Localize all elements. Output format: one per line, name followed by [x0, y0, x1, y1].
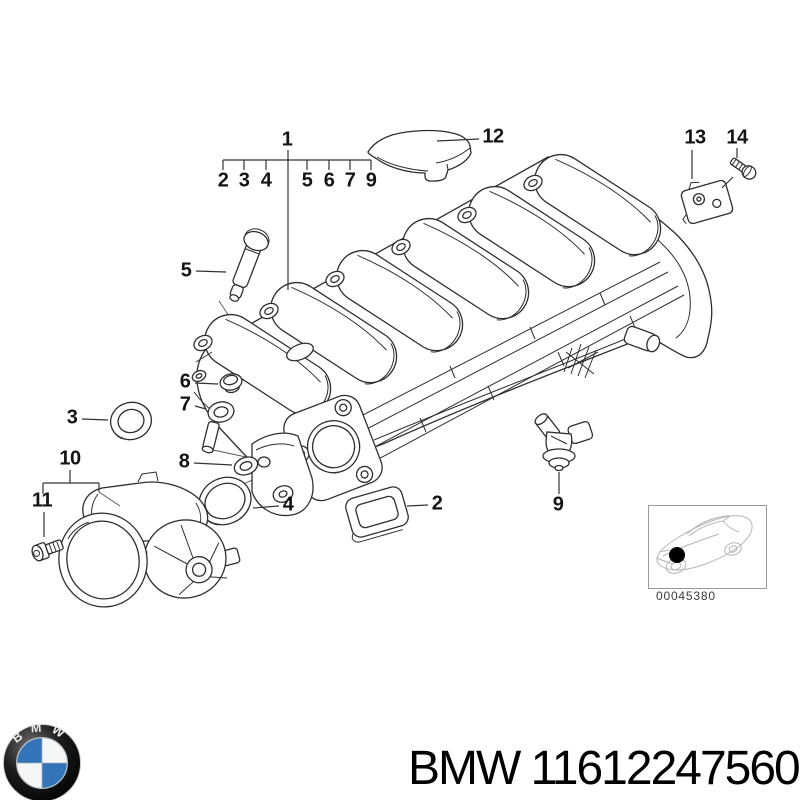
leader-12 — [436, 138, 480, 142]
callout-10: 10 — [59, 447, 81, 470]
roundel-quadrant-blue-br — [42, 763, 67, 788]
vehicle-thumbnail — [648, 505, 767, 589]
part-ring-8 — [233, 456, 259, 476]
bracket-number-5: 5 — [301, 169, 313, 192]
part-stud-5 — [229, 228, 270, 302]
side-port-stub — [563, 325, 661, 379]
callout-3: 3 — [66, 406, 78, 429]
callout-leaders — [42, 138, 738, 537]
intake-manifold-exploded-diagram — [31, 129, 757, 608]
throttle-flange — [283, 394, 383, 502]
part-cover-12 — [367, 129, 472, 182]
diagram-reference-code: 00045380 — [656, 589, 716, 603]
lid-oval-port — [286, 342, 314, 362]
callout-8: 8 — [178, 450, 190, 473]
callout-9: 9 — [552, 493, 564, 516]
roundel-quadrant-blue-tl — [17, 738, 42, 763]
leader-5 — [195, 270, 227, 273]
callout-11: 11 — [31, 489, 53, 512]
callout-2: 2 — [431, 492, 443, 515]
part-oring-4 — [198, 476, 252, 526]
leader-2 — [406, 504, 429, 507]
callout-1: 1 — [281, 128, 293, 151]
part-bolt-7 — [201, 401, 235, 454]
bottom-edge-line — [373, 330, 646, 441]
edge-ticks — [419, 292, 637, 433]
bracket-number-3: 3 — [238, 169, 250, 192]
part-sealring-3 — [109, 401, 153, 441]
intake-runners — [204, 153, 662, 417]
callout-12: 12 — [482, 125, 504, 148]
bracket-number-7: 7 — [344, 169, 356, 192]
ridge-eyelets — [193, 174, 543, 352]
part-grommet-6 — [219, 373, 243, 394]
leader-10-bracket — [42, 470, 100, 494]
callout-5: 5 — [180, 259, 192, 282]
callout-6: 6 — [179, 370, 191, 393]
part-throttle-body-10 — [58, 471, 241, 608]
vehicle-outline-drawing — [656, 515, 753, 574]
bmw-roundel-logo: BMW — [2, 723, 82, 800]
part-sensor-9 — [534, 413, 594, 472]
zigzag-bracket — [563, 343, 599, 379]
throttle-cone — [143, 519, 227, 599]
leader-10-pointer — [98, 491, 121, 507]
callout-7: 7 — [179, 393, 191, 416]
roundel-quadrant-white-bl — [17, 763, 42, 788]
leader-4 — [252, 505, 280, 509]
part-bolt-11 — [31, 539, 64, 562]
bracket-number-4: 4 — [260, 169, 272, 192]
part-sensor-13 — [680, 179, 734, 225]
manifold-body — [191, 153, 713, 517]
leader-6 — [194, 382, 219, 385]
part-screw-14 — [729, 157, 757, 180]
brand-text: BMW — [408, 742, 521, 795]
bracket-number-6: 6 — [323, 169, 335, 192]
part-number-text: 11612247560 — [530, 742, 800, 795]
support-bracket — [251, 432, 314, 517]
component-location-dot — [669, 547, 685, 563]
leader-8 — [193, 462, 233, 466]
part-number-line: BMW 11612247560 — [408, 741, 800, 796]
leader-3 — [81, 418, 109, 421]
callout-14: 14 — [726, 126, 748, 149]
callout-4: 4 — [282, 493, 294, 516]
bracket-number-2: 2 — [217, 169, 229, 192]
bracket-number-9: 9 — [365, 169, 377, 192]
callout-13: 13 — [684, 126, 706, 149]
leader-14 — [721, 148, 738, 189]
roundel-quadrant-white-tr — [42, 738, 67, 763]
throttle-motor-disc — [58, 512, 148, 608]
part-gasket-2 — [345, 486, 409, 543]
leader-7 — [194, 405, 207, 410]
